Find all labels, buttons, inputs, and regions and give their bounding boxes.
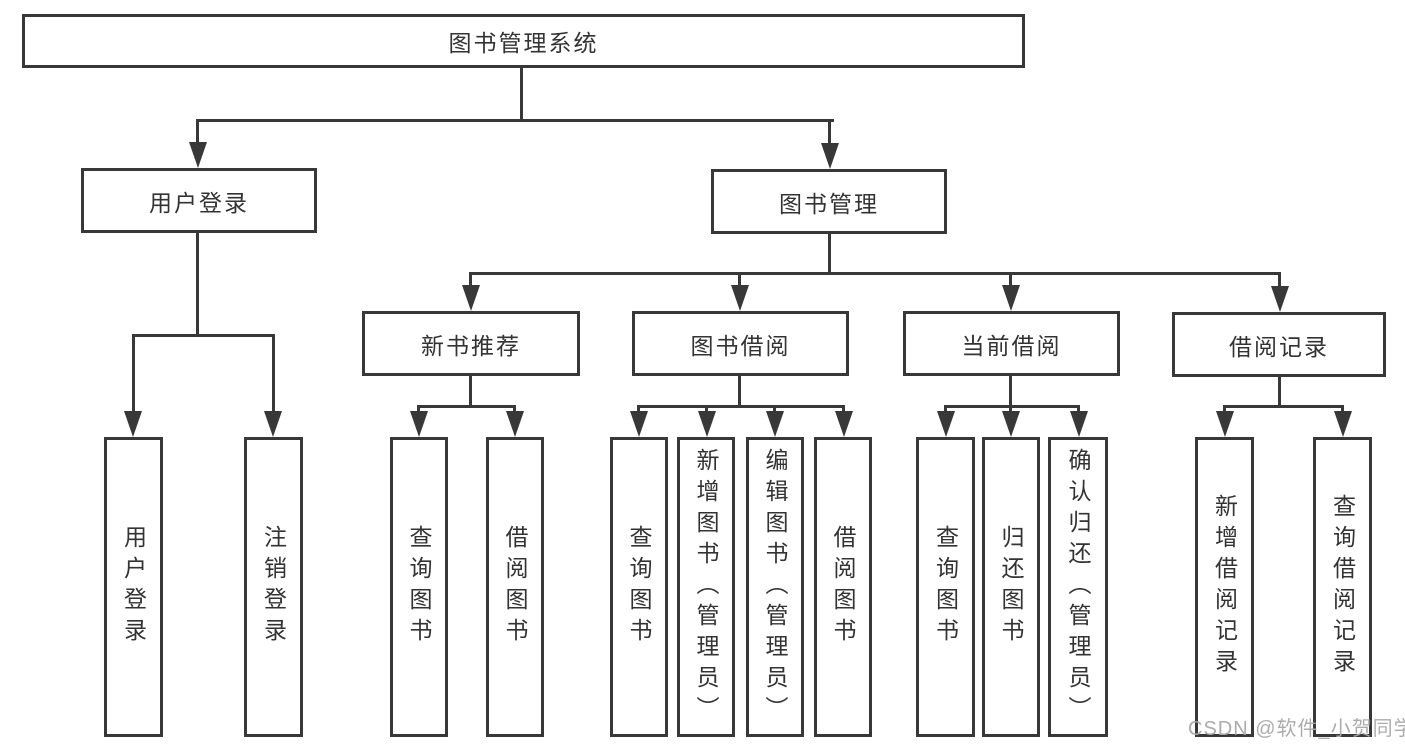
connector-line bbox=[469, 376, 472, 408]
connector-line bbox=[1278, 272, 1281, 288]
connector-line bbox=[272, 334, 275, 414]
arrowhead-down-icon bbox=[1002, 285, 1020, 311]
arrowhead-down-icon bbox=[462, 285, 480, 311]
connector-line bbox=[773, 405, 776, 414]
node-book-management: 图书管理 bbox=[711, 169, 947, 234]
arrowhead-down-icon bbox=[698, 411, 716, 437]
arrowhead-down-icon bbox=[506, 411, 524, 437]
arrowhead-down-icon bbox=[1002, 411, 1020, 437]
arrowhead-down-icon bbox=[264, 411, 282, 437]
connector-line bbox=[196, 119, 834, 122]
connector-line bbox=[469, 272, 1281, 275]
connector-line bbox=[196, 233, 199, 337]
leaf-bb-borrow-books: 借阅图书 bbox=[814, 437, 872, 737]
leaf-cb-return-books: 归还图书 bbox=[982, 437, 1040, 737]
connector-line bbox=[705, 405, 708, 414]
arrowhead-down-icon bbox=[821, 143, 839, 169]
connector-line bbox=[828, 234, 831, 275]
connector-line bbox=[417, 405, 420, 414]
leaf-nbr-borrow-books: 借阅图书 bbox=[486, 437, 544, 737]
csdn-watermark: CSDN @软件_小贺同学 bbox=[1188, 718, 1405, 740]
connector-line bbox=[1009, 376, 1012, 408]
leaf-logout: 注销登录 bbox=[244, 437, 303, 737]
connector-line bbox=[1077, 405, 1080, 414]
arrowhead-down-icon bbox=[766, 411, 784, 437]
arrowhead-down-icon bbox=[189, 142, 207, 168]
connector-line bbox=[738, 272, 741, 288]
leaf-user-login: 用户登录 bbox=[104, 437, 163, 737]
connector-line bbox=[944, 405, 1080, 408]
connector-line bbox=[1009, 272, 1012, 288]
node-book-borrowing: 图书借阅 bbox=[632, 311, 849, 376]
connector-line bbox=[738, 376, 741, 408]
arrowhead-down-icon bbox=[1216, 411, 1234, 437]
connector-line bbox=[637, 405, 845, 408]
connector-line bbox=[828, 119, 831, 147]
connector-line bbox=[944, 405, 947, 414]
connector-line bbox=[1223, 405, 1344, 408]
connector-line bbox=[196, 119, 199, 147]
connector-line bbox=[417, 405, 516, 408]
leaf-nbr-query-books: 查询图书 bbox=[390, 437, 448, 737]
connector-line bbox=[132, 334, 135, 414]
connector-line bbox=[513, 405, 516, 414]
arrowhead-down-icon bbox=[937, 411, 955, 437]
connector-line bbox=[520, 68, 523, 122]
node-borrowing-records: 借阅记录 bbox=[1172, 312, 1386, 377]
arrowhead-down-icon bbox=[835, 411, 853, 437]
connector-line bbox=[637, 405, 640, 414]
arrowhead-down-icon bbox=[1334, 411, 1352, 437]
arrowhead-down-icon bbox=[630, 411, 648, 437]
leaf-cb-query-books: 查询图书 bbox=[916, 437, 975, 737]
arrowhead-down-icon bbox=[731, 285, 749, 311]
leaf-cb-confirm-return-admin: 确认归还（管理员） bbox=[1048, 437, 1108, 737]
connector-line bbox=[842, 405, 845, 414]
leaf-bb-query-books: 查询图书 bbox=[610, 437, 668, 737]
arrowhead-down-icon bbox=[1070, 411, 1088, 437]
leaf-br-query-record: 查询借阅记录 bbox=[1313, 437, 1372, 737]
node-user-login: 用户登录 bbox=[81, 168, 317, 233]
connector-line bbox=[1341, 405, 1344, 414]
leaf-bb-edit-book-admin: 编辑图书（管理员） bbox=[746, 437, 804, 737]
connector-line bbox=[132, 334, 275, 337]
node-current-borrowing: 当前借阅 bbox=[903, 311, 1120, 376]
connector-line bbox=[469, 272, 472, 288]
leaf-br-add-record: 新增借阅记录 bbox=[1195, 437, 1254, 737]
connector-line bbox=[1223, 405, 1226, 414]
root-node: 图书管理系统 bbox=[22, 14, 1025, 68]
node-new-book-recommend: 新书推荐 bbox=[362, 311, 580, 376]
leaf-bb-add-book-admin: 新增图书（管理员） bbox=[677, 437, 735, 737]
arrowhead-down-icon bbox=[124, 411, 142, 437]
connector-line bbox=[1009, 405, 1012, 414]
arrowhead-down-icon bbox=[1271, 286, 1289, 312]
connector-line bbox=[1278, 377, 1281, 408]
arrowhead-down-icon bbox=[410, 411, 428, 437]
